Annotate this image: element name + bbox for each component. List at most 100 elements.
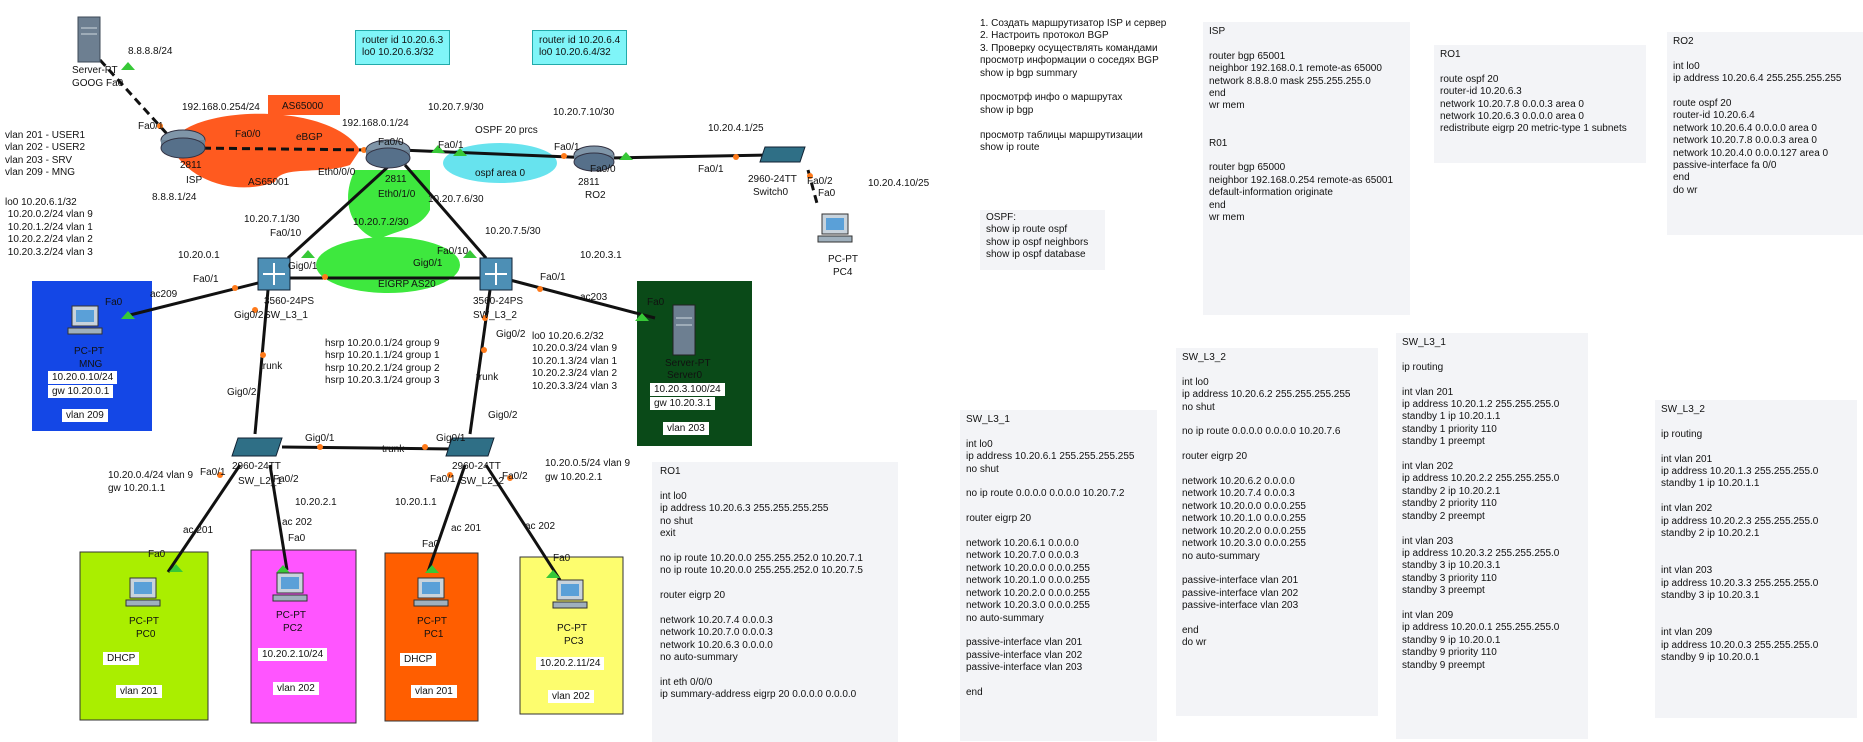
pc0-port: Fa0 (148, 549, 166, 560)
sw-l3-2-port-gig02: Gig0/2 (496, 329, 526, 340)
link-ac201-b: ac 201 (451, 523, 481, 534)
sw-l2-1-name: SW_L2_1 (238, 476, 282, 487)
link-trunk-1: trunk (260, 361, 283, 372)
sw-l2-1-port-fa01: Fa0/1 (200, 467, 226, 478)
router-r01-icon[interactable] (365, 139, 411, 169)
ebgp-label: eBGP (296, 132, 323, 143)
sw-l3-1-eigrp-config: SW_L3_1 int lo0 ip address 10.20.6.1 255… (960, 410, 1157, 741)
r01-router-id-note: router id 10.20.6.3 lo0 10.20.6.3/32 (355, 30, 451, 65)
ospf-area-label: ospf area 0 (475, 168, 525, 179)
isp-model: 2811 (180, 160, 202, 171)
pc2-icon[interactable] (272, 572, 308, 602)
server0-vlan: vlan 203 (663, 422, 709, 435)
router-isp-icon[interactable] (160, 129, 206, 159)
server0-name: Server0 (667, 370, 702, 381)
ro2-router-id-note: router id 10.20.6.4 lo0 10.20.6.4/32 (532, 30, 628, 65)
switch0-port-fa02: Fa0/2 (807, 176, 833, 187)
r01-port-eth000: Eth0/0/0 (318, 167, 356, 178)
server0-icon[interactable] (672, 304, 696, 356)
link-trunk-3: trunk (382, 444, 405, 455)
server0-type: Server-PT (665, 358, 711, 369)
pc4-ip: 10.20.4.10/25 (868, 178, 930, 189)
sw-l2-1-port-gig01: Gig0/1 (305, 433, 335, 444)
pc4-port: Fa0 (818, 188, 836, 199)
r01-ip1: 192.168.0.1/24 (342, 118, 409, 129)
sw-l2-2-port-gig01: Gig0/1 (436, 433, 466, 444)
server-goog-type: Server-PT (72, 65, 118, 76)
pc2-type: PC-PT (276, 610, 306, 621)
isp-port-fa00: Fa0/0 (235, 129, 261, 140)
eigrp-area-top (348, 170, 430, 240)
sw-l2-2-gw: gw 10.20.2.1 (545, 472, 603, 483)
pc0-info: DHCP (103, 652, 140, 665)
pc4-icon[interactable] (817, 213, 853, 243)
switch-l3-2-icon[interactable] (479, 257, 513, 291)
ospf-prcs-label: OSPF 20 prcs (475, 125, 538, 136)
sw-l3-2-hsrp-config: SW_L3_2 ip routing int vlan 201 ip addre… (1655, 400, 1857, 718)
r01-ip3: 10.20.7.6/30 (428, 194, 484, 205)
server-goog-name: GOOG (72, 78, 103, 89)
sw-l3-2-port-gig01: Gig0/1 (413, 258, 443, 269)
mng-type: PC-PT (74, 346, 104, 357)
sw-l2-1-model: 2960-24TT (232, 461, 281, 472)
pc4-type: PC-PT (828, 254, 858, 265)
r01-port-eth010: Eth0/1/0 (378, 189, 416, 200)
pc1-name: PC1 (424, 629, 444, 640)
ro2-port-fa00: Fa0/0 (590, 164, 616, 175)
r01-model: 2811 (385, 174, 407, 185)
sw-l2-1-ip-fa02: 10.20.2.1 (295, 497, 337, 508)
router-ro2-icon[interactable] (573, 145, 615, 172)
sw-l3-1-hsrp-config: SW_L3_1 ip routing int vlan 201 ip addre… (1396, 333, 1588, 739)
server-goog-port: Fa0 (106, 78, 124, 89)
link-ac209: ac209 (150, 289, 178, 300)
ro2-ip1: 10.20.7.10/30 (553, 107, 615, 118)
hsrp-list: hsrp 10.20.0.1/24 group 9 hsrp 10.20.1.1… (325, 338, 440, 387)
sw-l2-2-model: 2960-24TT (452, 461, 501, 472)
sw-l3-2-port-fa010: Fa0/10 (437, 246, 469, 257)
pc2-info: 10.20.2.10/24 (258, 648, 328, 661)
mng-gw: gw 10.20.0.1 (48, 385, 114, 398)
link-trunk-2: trunk (476, 372, 499, 383)
switch-l3-1-icon[interactable] (257, 257, 291, 291)
sw-l3-1-port-gig02: Gig0/2 (234, 310, 264, 321)
pc2-name: PC2 (283, 623, 303, 634)
mng-pc-icon[interactable] (67, 305, 103, 335)
switch0-port-fa01: Fa0/1 (698, 164, 724, 175)
pc3-icon[interactable] (552, 579, 588, 609)
link-ac203: ac203 (580, 292, 608, 303)
pc3-vlan: vlan 202 (548, 690, 594, 703)
isp-port-fa01: Fa0/1 (138, 121, 164, 132)
pc1-type: PC-PT (417, 616, 447, 627)
isp-ip2: 8.8.8.1/24 (152, 192, 197, 203)
r01-ip2: 10.20.7.9/30 (428, 102, 484, 113)
server0-port: Fa0 (647, 297, 665, 308)
switch0-icon[interactable] (759, 146, 806, 163)
switch0-model: 2960-24TT (748, 174, 797, 185)
sw-l3-2-ip-fa01: 10.20.3.1 (580, 250, 622, 261)
pc3-name: PC3 (564, 636, 584, 647)
pc3-type: PC-PT (557, 623, 587, 634)
server-goog-icon[interactable] (77, 16, 101, 63)
r01-eigrp-config: RO1 int lo0 ip address 10.20.6.3 255.255… (652, 462, 898, 742)
sw-l2-2-name: SW_L2_2 (460, 476, 504, 487)
as65001-area (170, 113, 360, 188)
pc0-name: PC0 (136, 629, 156, 640)
ro2-ospf-config: RO2 int lo0 ip address 10.20.6.4 255.255… (1667, 32, 1863, 235)
pc4-name: PC4 (833, 267, 853, 278)
mng-port: Fa0 (105, 297, 123, 308)
pc1-icon[interactable] (413, 577, 449, 607)
sw-l3-1-model: 3560-24PS (264, 296, 314, 307)
switch-l2-2-icon[interactable] (445, 437, 495, 457)
isp-ip1: 192.168.0.254/24 (182, 102, 260, 113)
switch-l2-1-icon[interactable] (231, 437, 283, 457)
pc2-vlan: vlan 202 (273, 682, 319, 695)
pc1-port: Fa0 (422, 539, 440, 550)
sw-l3-1-ip-fa01: 10.20.0.1 (178, 250, 220, 261)
mng-ip: 10.20.0.10/24 (48, 371, 118, 384)
sw-l2-2-ip-fa01: 10.20.1.1 (395, 497, 437, 508)
sw-l2-2-port-fa01: Fa0/1 (430, 474, 456, 485)
pc1-info: DHCP (400, 653, 437, 666)
pc0-icon[interactable] (125, 577, 161, 607)
isp-bgp-config: ISP router bgp 65001 neighbor 192.168.0.… (1203, 22, 1410, 315)
